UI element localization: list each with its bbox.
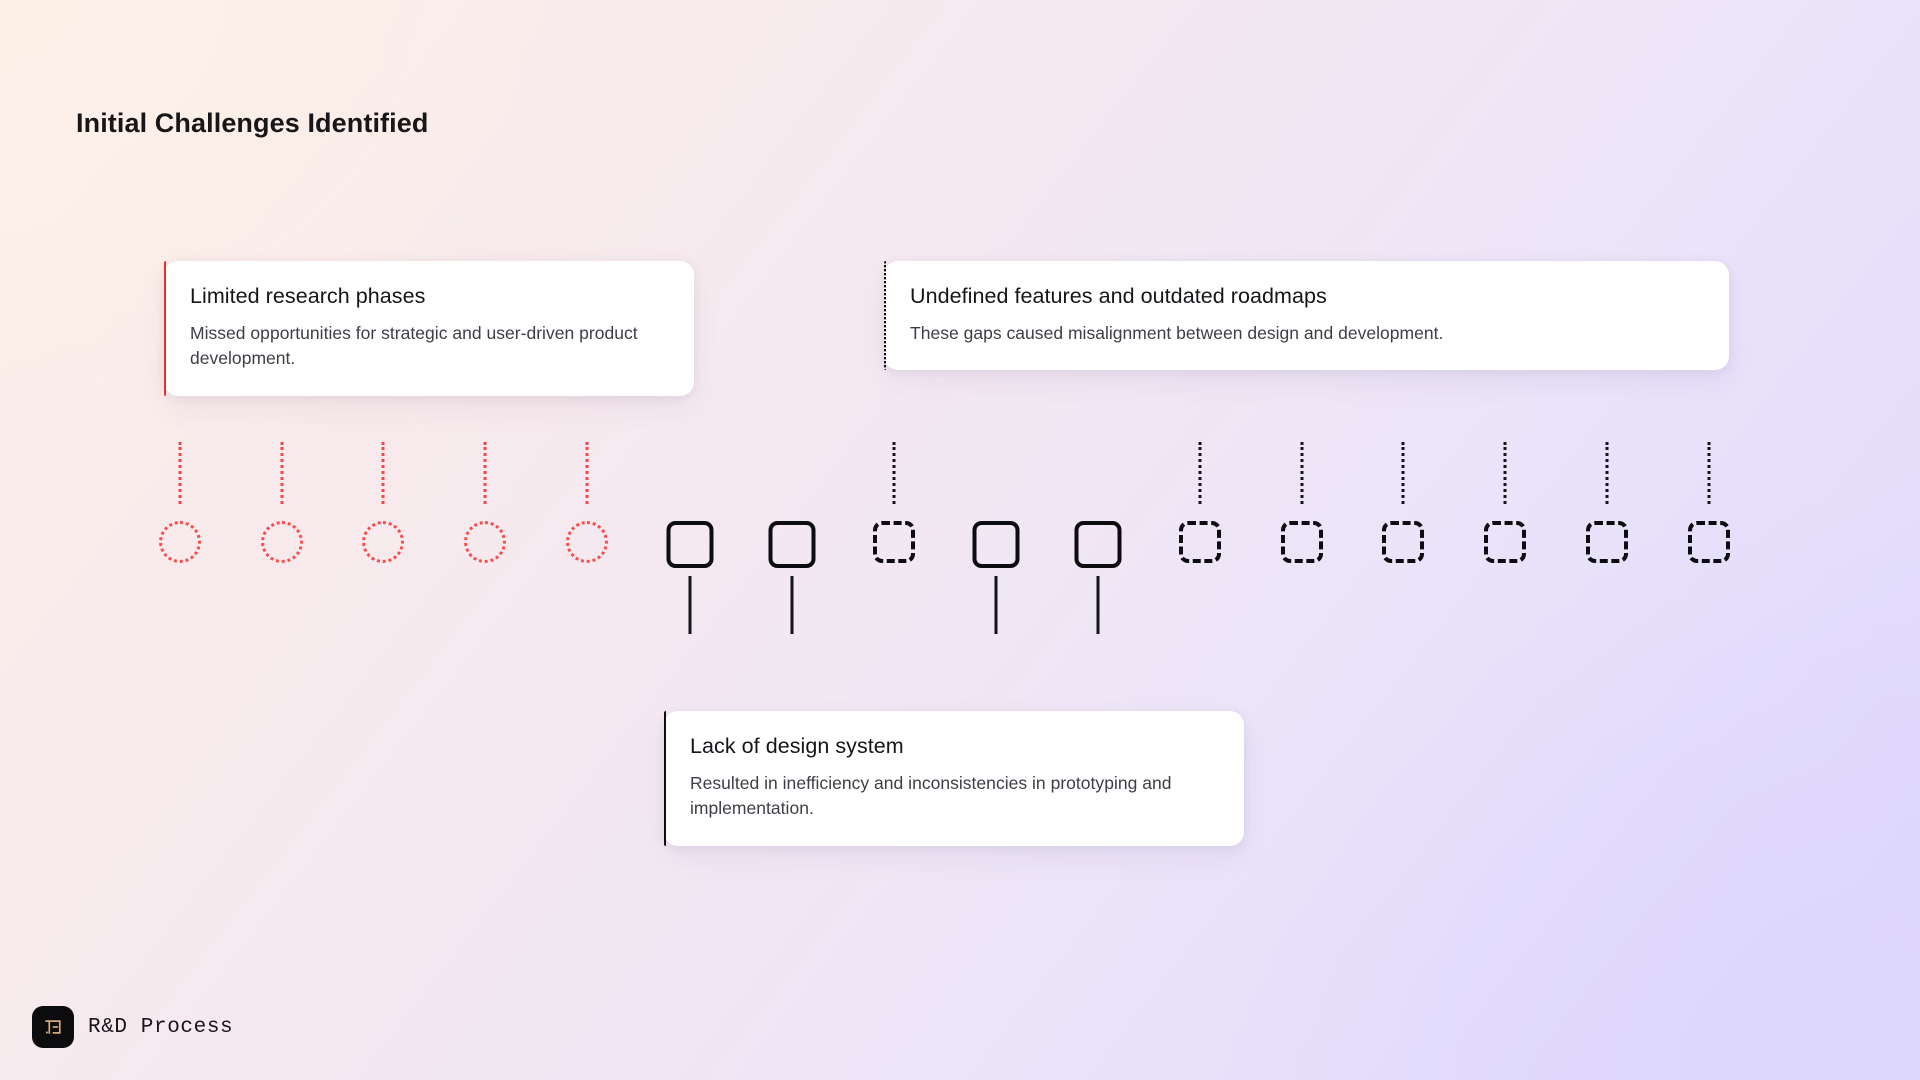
timeline-marker-square-black-dashed[interactable] xyxy=(1586,521,1628,563)
card-title: Lack of design system xyxy=(690,734,904,758)
monogram-logo-icon xyxy=(32,1006,74,1048)
timeline-connector-up xyxy=(280,442,284,504)
timeline-connector-up xyxy=(1503,442,1507,504)
card-title: Limited research phases xyxy=(190,284,426,308)
timeline-marker-square-black-dashed[interactable] xyxy=(1688,521,1730,563)
challenge-card-design-system[interactable]: Lack of design system Resulted in ineffi… xyxy=(664,711,1244,846)
timeline-connector-up xyxy=(585,442,589,504)
timeline-marker-square-black-dashed[interactable] xyxy=(1281,521,1323,563)
page-title: Initial Challenges Identified xyxy=(76,108,429,138)
card-description: Resulted in inefficiency and inconsisten… xyxy=(690,772,1172,819)
timeline-connector-down xyxy=(790,576,794,634)
timeline-marker-square-black-dashed[interactable] xyxy=(1382,521,1424,563)
timeline-marker-circle-red-dotted[interactable] xyxy=(566,521,608,563)
timeline-connector-up xyxy=(381,442,385,504)
timeline-connector-up xyxy=(483,442,487,504)
timeline-connector-up xyxy=(1605,442,1609,504)
timeline-marker-square-black-solid[interactable] xyxy=(972,521,1020,568)
timeline-connector-up xyxy=(178,442,182,504)
footer-brand: R&D Process xyxy=(32,1006,233,1048)
card-accent-bar xyxy=(164,261,166,396)
timeline-connector-down xyxy=(1096,576,1100,634)
timeline-marker-square-black-solid[interactable] xyxy=(768,521,816,568)
card-accent-bar xyxy=(664,711,666,846)
card-accent-bar xyxy=(884,261,886,371)
timeline-connector-down xyxy=(994,576,998,634)
timeline-marker-square-black-solid[interactable] xyxy=(1074,521,1122,568)
card-title: Undefined features and outdated roadmaps xyxy=(910,284,1327,308)
challenge-card-roadmaps[interactable]: Undefined features and outdated roadmaps… xyxy=(884,261,1729,371)
timeline-connector-up xyxy=(1707,442,1711,504)
timeline-marker-square-black-solid[interactable] xyxy=(666,521,714,568)
timeline-connector-down xyxy=(688,576,692,634)
card-description: Missed opportunities for strategic and u… xyxy=(190,322,638,369)
card-description: These gaps caused misalignment between d… xyxy=(910,322,1444,343)
timeline-connector-up xyxy=(892,442,896,504)
timeline-marker-square-black-dashed[interactable] xyxy=(873,521,915,563)
timeline-marker-square-black-dashed[interactable] xyxy=(1484,521,1526,563)
timeline-marker-square-black-dashed[interactable] xyxy=(1179,521,1221,563)
timeline-connector-up xyxy=(1300,442,1304,504)
timeline-marker-circle-red-dotted[interactable] xyxy=(464,521,506,563)
timeline-marker-circle-red-dotted[interactable] xyxy=(362,521,404,563)
challenge-card-research[interactable]: Limited research phases Missed opportuni… xyxy=(164,261,694,396)
timeline-connector-up xyxy=(1198,442,1202,504)
timeline-connector-up xyxy=(1401,442,1405,504)
timeline-marker-circle-red-dotted[interactable] xyxy=(261,521,303,563)
timeline-marker-circle-red-dotted[interactable] xyxy=(159,521,201,563)
brand-label: R&D Process xyxy=(88,1015,234,1039)
